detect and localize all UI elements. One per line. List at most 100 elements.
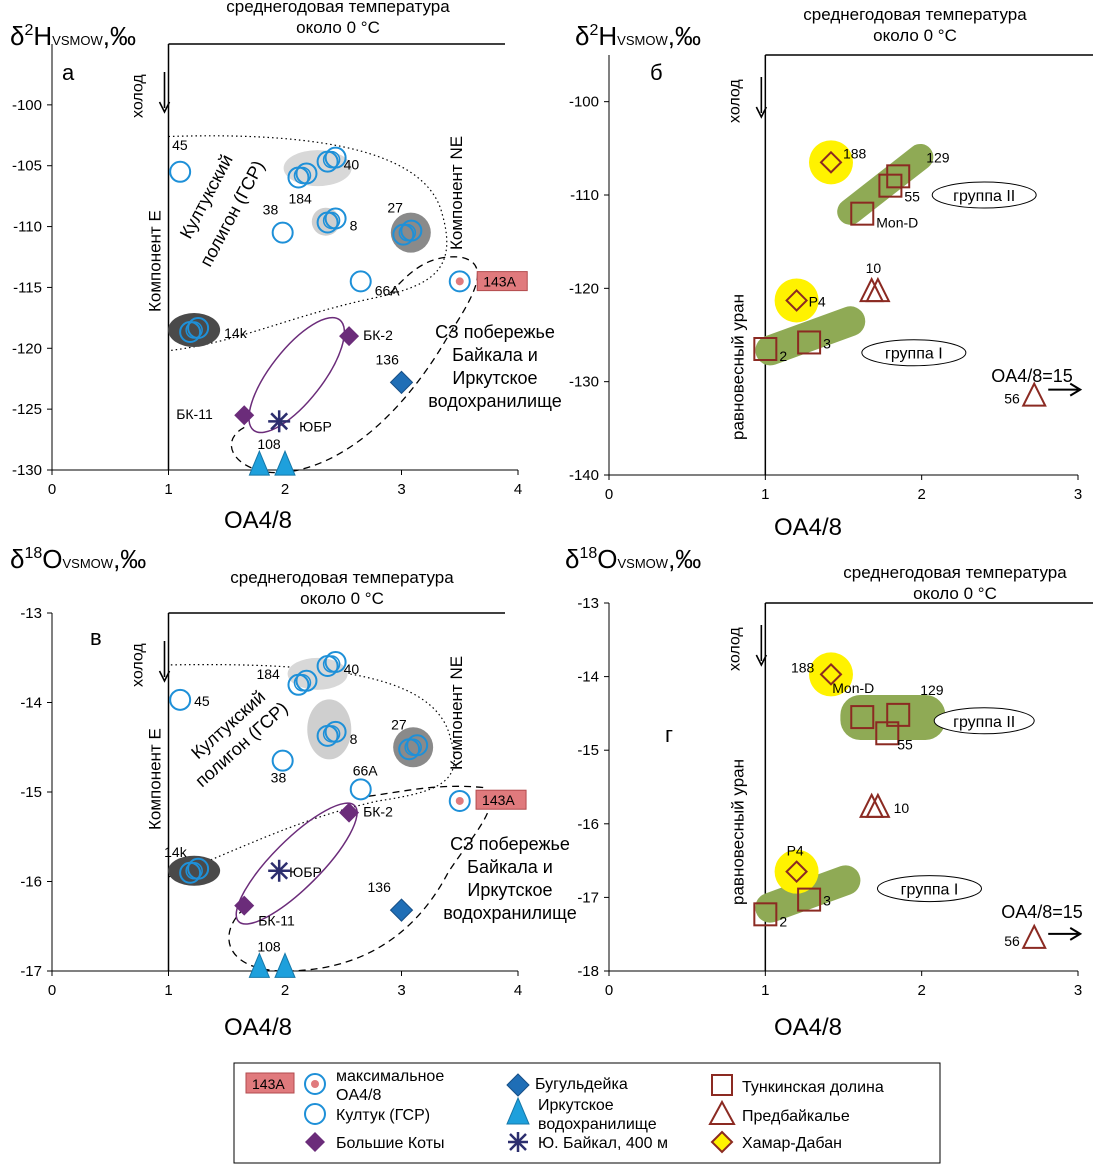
group1-ellipse [861, 339, 967, 367]
point-27-5-b [400, 219, 423, 242]
point-8-4-b [324, 207, 347, 230]
panel-label: в [90, 625, 102, 650]
point-label-8: 8 [350, 217, 358, 233]
point-label-38: 38 [271, 770, 287, 786]
point-БК-11-10 [234, 895, 255, 916]
kultuk-outline [168, 135, 448, 352]
point-2-7 [753, 902, 778, 927]
x-tick-label: 3 [1074, 486, 1082, 503]
legend-frame [233, 1062, 941, 1164]
group2-ellipse [931, 181, 1037, 209]
group2-label: группа II [953, 188, 1015, 205]
point-40-2-c [322, 655, 341, 673]
y-tick-label: -15 [577, 742, 599, 759]
y-tick-label: -16 [20, 874, 42, 891]
point-38-4 [271, 749, 294, 772]
point-label-40: 40 [344, 661, 360, 677]
y-tick-label: -110 [13, 219, 42, 236]
point-3-8 [797, 330, 822, 355]
group1-fill [755, 306, 866, 366]
legend-baikal-label: Ю. Байкал, 400 м [538, 1135, 668, 1152]
point-8-3-c [322, 725, 341, 743]
group2-ellipse [933, 707, 1035, 735]
point-188-0 [819, 662, 843, 686]
oa15-label: OA4/8=15 [1001, 902, 1083, 922]
legend-max-label-2: OA4/8 [336, 1087, 381, 1104]
y-tick-label: -140 [569, 467, 599, 484]
point-label-45: 45 [194, 693, 210, 709]
point-14k-8-b [187, 857, 210, 880]
point-БК-2-9 [339, 802, 360, 823]
y-tick-label: -115 [13, 279, 42, 296]
point-108-13 [248, 449, 271, 476]
y-tick-label: -120 [12, 340, 42, 357]
x-tick-label: 2 [917, 486, 925, 503]
point-label-14k: 14k [164, 844, 188, 860]
panel-label: б [650, 60, 663, 85]
point-label-3: 3 [823, 893, 831, 909]
point-label-2: 2 [779, 913, 787, 929]
coast-label-2: Байкала и [452, 345, 538, 365]
point-label-66А: 66А [375, 282, 401, 298]
point-label-10: 10 [894, 800, 910, 816]
point-184-1-c [293, 674, 312, 692]
x-tick-label: 3 [1074, 982, 1082, 999]
point-129-3 [886, 164, 911, 189]
point-label-P4: P4 [787, 843, 804, 859]
point-184-1-b [295, 669, 318, 692]
x-tick-label: 1 [164, 982, 172, 999]
point-136-11 [389, 370, 414, 395]
y-tick-label: -130 [569, 374, 599, 391]
point-label-136: 136 [376, 351, 400, 367]
coast-label-2: Байкала и [467, 857, 553, 877]
point-unlabeled-14 [274, 449, 296, 476]
y-tick-label: -120 [569, 280, 599, 297]
top-text-2: около 0 °C [873, 26, 957, 45]
point-40-2-c [322, 150, 341, 169]
point-8-4-c [322, 211, 341, 230]
x-tick-label: 4 [514, 481, 522, 498]
point-label-108: 108 [257, 436, 281, 452]
point-38-3 [271, 221, 294, 244]
oa15-arrow-head [1069, 927, 1083, 941]
legend-kotly-icon [305, 1132, 325, 1152]
legend-hamar-icon [710, 1130, 734, 1154]
coast-label-4: водохранилище [428, 391, 561, 411]
184-blob [287, 657, 348, 690]
point-unlabeled-7-dot [455, 796, 464, 805]
point-label-8: 8 [350, 731, 358, 747]
legend-bugul-icon [506, 1073, 530, 1097]
point-label-55: 55 [897, 736, 913, 752]
legend-irk-label-1: Иркутское [538, 1097, 614, 1114]
point-label-66А: 66А [353, 762, 379, 778]
legend-irk-icon [506, 1096, 530, 1125]
point-108-13 [248, 952, 271, 978]
point-label-129: 129 [920, 682, 944, 698]
point-66А-6 [349, 270, 372, 293]
y-axis-label: δ18OVSMOW,‰ [10, 544, 146, 574]
point-27-5-c [398, 223, 417, 242]
y-tick-label: -18 [577, 963, 599, 980]
y-axis-label: δ2HVSMOW,‰ [575, 21, 701, 51]
x-axis-label: OA4/8 [774, 514, 842, 541]
legend-bugul-label: Бугульдейка [535, 1076, 628, 1093]
point-label-27: 27 [391, 716, 407, 732]
y-axis-label: δ18OVSMOW,‰ [565, 544, 701, 574]
y-tick-label: -15 [20, 784, 42, 801]
x-tick-label: 0 [605, 982, 613, 999]
cold-label: холод [726, 79, 743, 123]
point-27-5-c [404, 738, 422, 756]
oa15-label: OA4/8=15 [991, 366, 1073, 386]
point-56-9 [1021, 923, 1047, 949]
point-ЮБР-12-d [270, 412, 289, 431]
point-unlabeled-14 [274, 952, 296, 978]
oa15-arrow-head [1069, 382, 1083, 397]
group1-fill [755, 865, 861, 923]
14k-blob [168, 313, 221, 348]
point-label-55: 55 [904, 189, 920, 205]
cold-arrow-head [755, 654, 768, 667]
point-27-5-b [406, 734, 429, 757]
component-e-label: Компонент E [146, 210, 165, 312]
point-label-27: 27 [387, 200, 403, 216]
